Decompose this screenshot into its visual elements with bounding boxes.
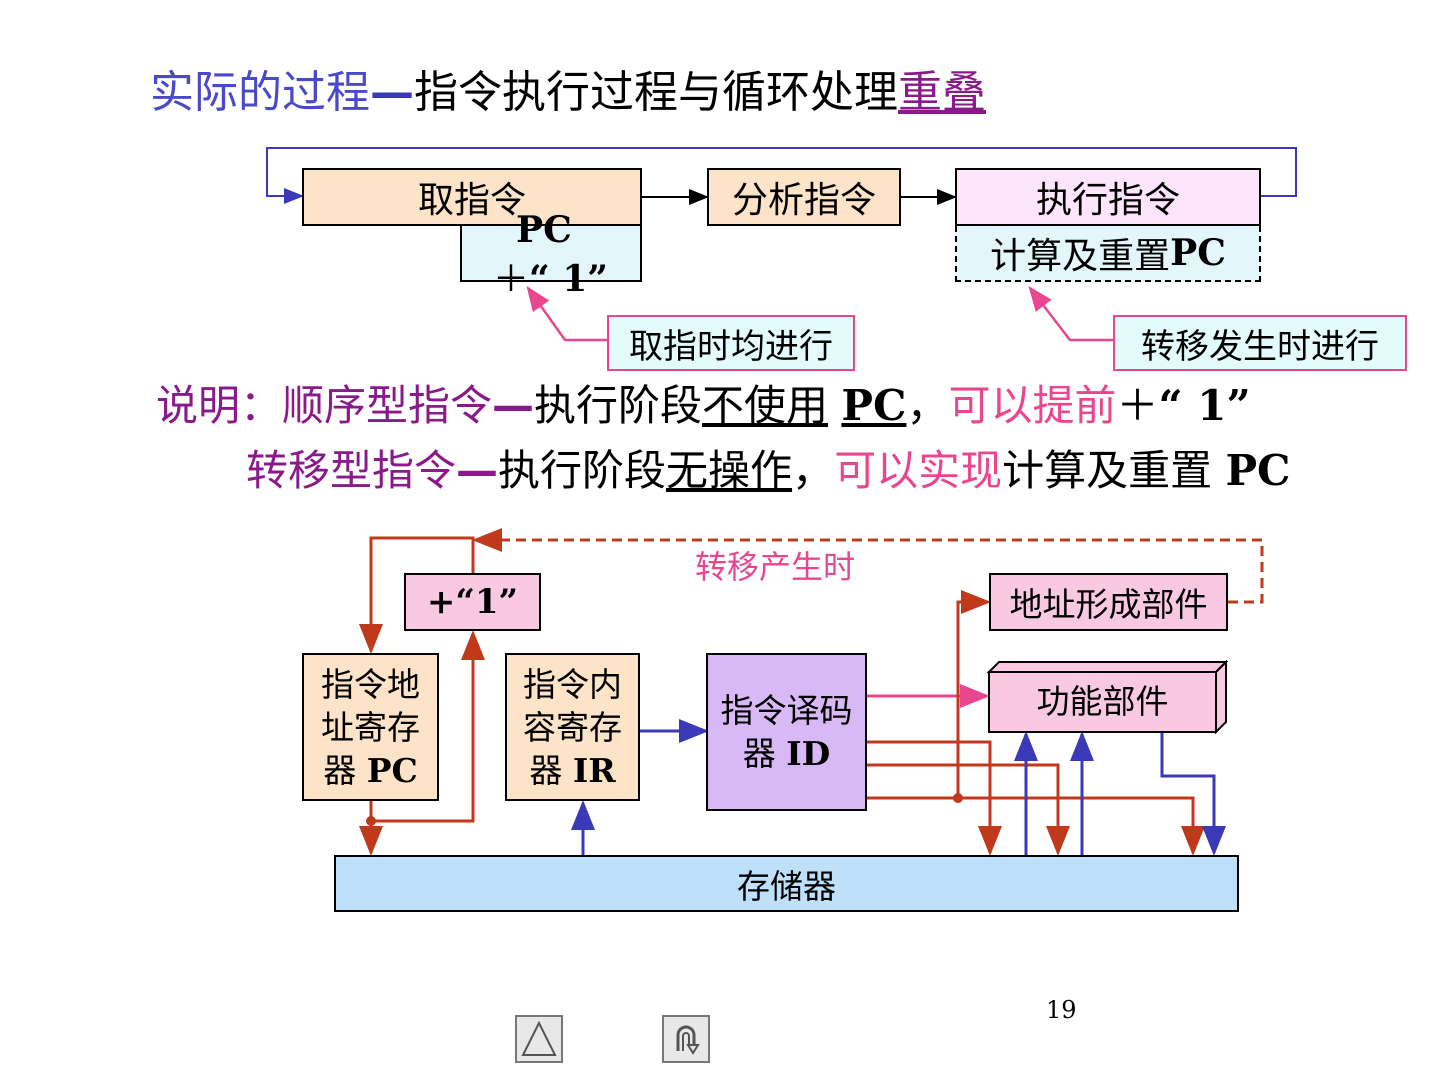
branch-dashed-line	[472, 528, 1264, 604]
pc-to-plus-one-line	[371, 630, 485, 823]
pc-register-box: 指令地 址寄存 器 PC	[302, 653, 439, 801]
branch-underline: 无操作	[666, 446, 793, 495]
ir-register-line1: 指令内	[523, 664, 622, 704]
slide-title: 实际的过程—指令执行过程与循环处理重叠	[150, 66, 986, 120]
branch-type-label: 转移型指令	[246, 446, 457, 495]
callout-fetch-always: 取指时均进行	[607, 315, 855, 371]
seq-comma: ，	[906, 381, 949, 430]
decoder-line2-b: ID	[786, 734, 831, 773]
return-nav-icon	[676, 1025, 700, 1055]
seq-one: “ 1”	[1158, 381, 1251, 430]
branch-comma: ，	[792, 446, 835, 495]
branch-can: 可以实现	[834, 446, 1003, 495]
title-separator: —	[370, 67, 414, 118]
execute-instruction-label: 执行指令	[1035, 180, 1180, 221]
decoder-ctrl-line-2	[866, 763, 1070, 856]
ir-register-line3: 器 IR	[529, 749, 615, 792]
pc-register-line3-b: PC	[366, 750, 418, 790]
explanation-label: 说明：	[156, 381, 283, 430]
branch-text1: 执行阶段	[498, 446, 667, 495]
seq-pc: PC	[841, 381, 907, 430]
title-part2: 指令执行过程与循环处理	[414, 67, 898, 118]
decoder-line2-a: 器	[742, 734, 787, 773]
ir-register-line3-a: 器	[529, 750, 573, 790]
callout-fetch-pointer	[526, 285, 607, 342]
explanation-line-1: 说明：顺序型指令—执行阶段不使用 PC，可以提前＋“ 1”	[156, 380, 1251, 432]
callout-branch-pointer	[1028, 286, 1113, 342]
fetch-instruction-box: 取指令	[302, 168, 642, 226]
callout-fetch-label: 取指时均进行	[629, 326, 833, 367]
memory-box: 存储器	[334, 855, 1239, 912]
seq-text1: 执行阶段	[534, 381, 703, 430]
analyze-instruction-label: 分析指令	[731, 180, 876, 221]
pc-plus-one-box	[460, 226, 642, 282]
seq-dash: —	[492, 381, 535, 430]
decoder-line1: 指令译码	[720, 691, 853, 730]
instruction-decoder-box: 指令译码 器 ID	[706, 653, 867, 811]
seq-type-label: 顺序型指令	[282, 381, 493, 430]
decoder-ctrl-line-1	[866, 740, 1002, 856]
memory-label: 存储器	[737, 866, 836, 906]
pc-register-line2: 址寄存	[321, 707, 420, 747]
pc-register-line1: 指令地	[321, 664, 420, 704]
callout-branch-occurs: 转移发生时进行	[1113, 315, 1407, 371]
pc-plus-one-line1: PC	[516, 209, 572, 251]
branch-text2: 计算及重置	[1002, 446, 1226, 495]
up-triangle-nav-icon	[521, 1020, 557, 1056]
branch-occurs-label: 转移产生时	[695, 548, 856, 586]
seq-plus: ＋	[1116, 381, 1159, 430]
function-unit-3d	[986, 660, 1229, 735]
plus-one-box: +“1”	[404, 573, 541, 631]
pc-register-line3-a: 器	[323, 750, 367, 790]
compute-reset-label: 计算及重置	[990, 236, 1171, 277]
ir-register-line3-b: IR	[572, 750, 616, 790]
ir-register-line2: 容寄存	[523, 707, 622, 747]
function-unit-label: 功能部件	[1036, 682, 1169, 721]
explanation-line-2: 转移型指令—执行阶段无操作，可以实现计算及重置 PC	[246, 445, 1290, 497]
ir-register-box: 指令内 容寄存 器 IR	[505, 653, 640, 801]
address-formation-label: 地址形成部件	[1009, 585, 1208, 624]
page-number: 19	[1046, 996, 1077, 1024]
pc-plus-sign: ＋	[493, 259, 530, 300]
seq-underline: 不使用	[702, 381, 829, 430]
execute-instruction-box: 执行指令	[955, 168, 1261, 226]
title-part1: 实际的过程	[150, 67, 370, 118]
decoder-ctrl-line-3	[866, 796, 1205, 856]
compute-reset-pc: PC	[1170, 232, 1226, 274]
pc-register-line3: 器 PC	[323, 749, 418, 792]
to-addr-unit-line	[956, 590, 991, 798]
branch-pc: PC	[1225, 446, 1291, 495]
pc-plus-one-line2: ＋“ 1”	[493, 258, 608, 301]
decoder-line2: 器 ID	[743, 732, 831, 775]
plus-one-to-pc-line	[359, 536, 475, 654]
branch-dash: —	[456, 446, 499, 495]
loop-back-line	[266, 147, 1297, 204]
analyze-instruction-box: 分析指令	[707, 168, 901, 226]
return-nav-button[interactable]	[662, 1015, 710, 1063]
fetch-instruction-label: 取指令	[417, 180, 526, 221]
prev-nav-button[interactable]	[515, 1015, 563, 1063]
title-part3: 重叠	[898, 67, 986, 118]
func-to-memory-line	[1160, 732, 1226, 856]
pc-plus-one-value: “ 1”	[529, 258, 609, 300]
callout-branch-label: 转移发生时进行	[1141, 326, 1379, 367]
address-formation-unit: 地址形成部件	[989, 573, 1228, 631]
compute-reset-pc-box: 计算及重置 PC	[955, 226, 1261, 282]
seq-can: 可以提前	[948, 381, 1117, 430]
